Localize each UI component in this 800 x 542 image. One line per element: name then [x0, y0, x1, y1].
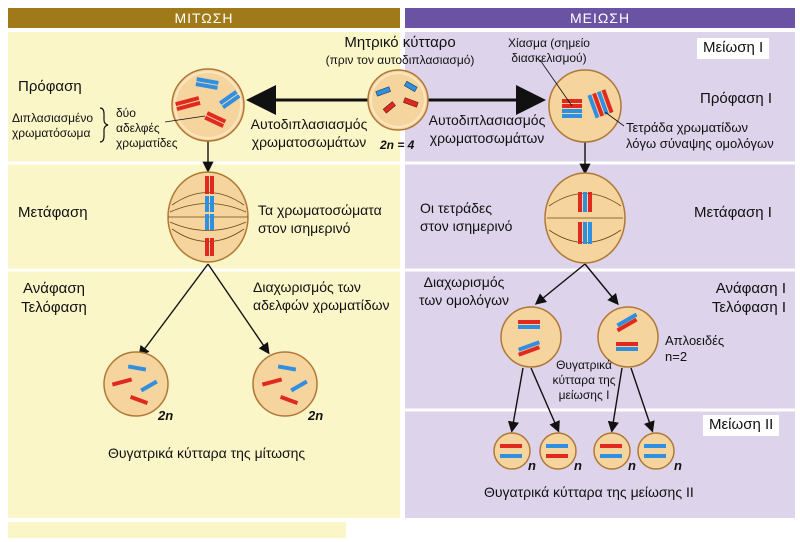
meiosis-ii-daughter-3 — [593, 432, 631, 470]
meiosis-prophase-1-label: Πρόφαση Ι — [700, 90, 773, 107]
meiosis-ii-daughter-cells-label: Θυγατρικά κύτταρα της μείωσης ΙΙ — [484, 484, 694, 500]
meiosis-ii-ploidy-3: n — [628, 458, 636, 473]
mitosis-metaphase-label: Μετάφαση — [18, 204, 88, 221]
meiosis-2-tag: Μείωση ΙΙ — [703, 415, 780, 436]
mother-cell-label: Μητρικό κύτταρο (πριν τον αυτοδιπλασιασμ… — [325, 34, 475, 67]
meiosis-ii-daughter-2 — [539, 432, 577, 470]
mitosis-daughter-cell-left — [103, 351, 169, 417]
meiosis-ii-daughter-4 — [637, 432, 675, 470]
meiosis-ii-daughter-1 — [493, 432, 531, 470]
meiosis-metaphase-cell — [544, 172, 626, 264]
mitosis-daughter-cell-right — [252, 351, 318, 417]
meiosis-ii-ploidy-4: n — [674, 458, 682, 473]
mitosis-header: ΜΙΤΩΣΗ — [8, 8, 400, 28]
mitosis-prophase-label: Πρόφαση — [18, 78, 82, 95]
meiosis-i-daughter-left — [500, 306, 562, 368]
meiosis-i-daughter-right — [597, 306, 659, 368]
mother-cell — [367, 69, 429, 131]
mitosis-daughter-cells-label: Θυγατρικά κύτταρα της μίτωσης — [108, 445, 306, 461]
meiosis-ii-ploidy-2: n — [574, 458, 582, 473]
mitosis-daughter-ploidy-right: 2n — [308, 408, 324, 423]
brace — [99, 107, 109, 143]
meiosis-ii-ploidy-1: n — [528, 458, 536, 473]
meiosis-metaphase-1-label: Μετάφαση Ι — [694, 204, 772, 221]
meiosis-prophase-cell — [548, 69, 622, 143]
meiosis-1-tag: Μείωση Ι — [697, 38, 770, 59]
mitosis-prophase-cell — [171, 68, 245, 142]
mitosis-daughter-ploidy-left: 2n — [158, 408, 174, 423]
mitosis-metaphase-cell — [167, 171, 249, 263]
bottom-strip — [8, 522, 346, 538]
mother-cell-ploidy: 2n = 4 — [380, 138, 415, 152]
meiosis-header: ΜΕΙΩΣΗ — [405, 8, 795, 28]
